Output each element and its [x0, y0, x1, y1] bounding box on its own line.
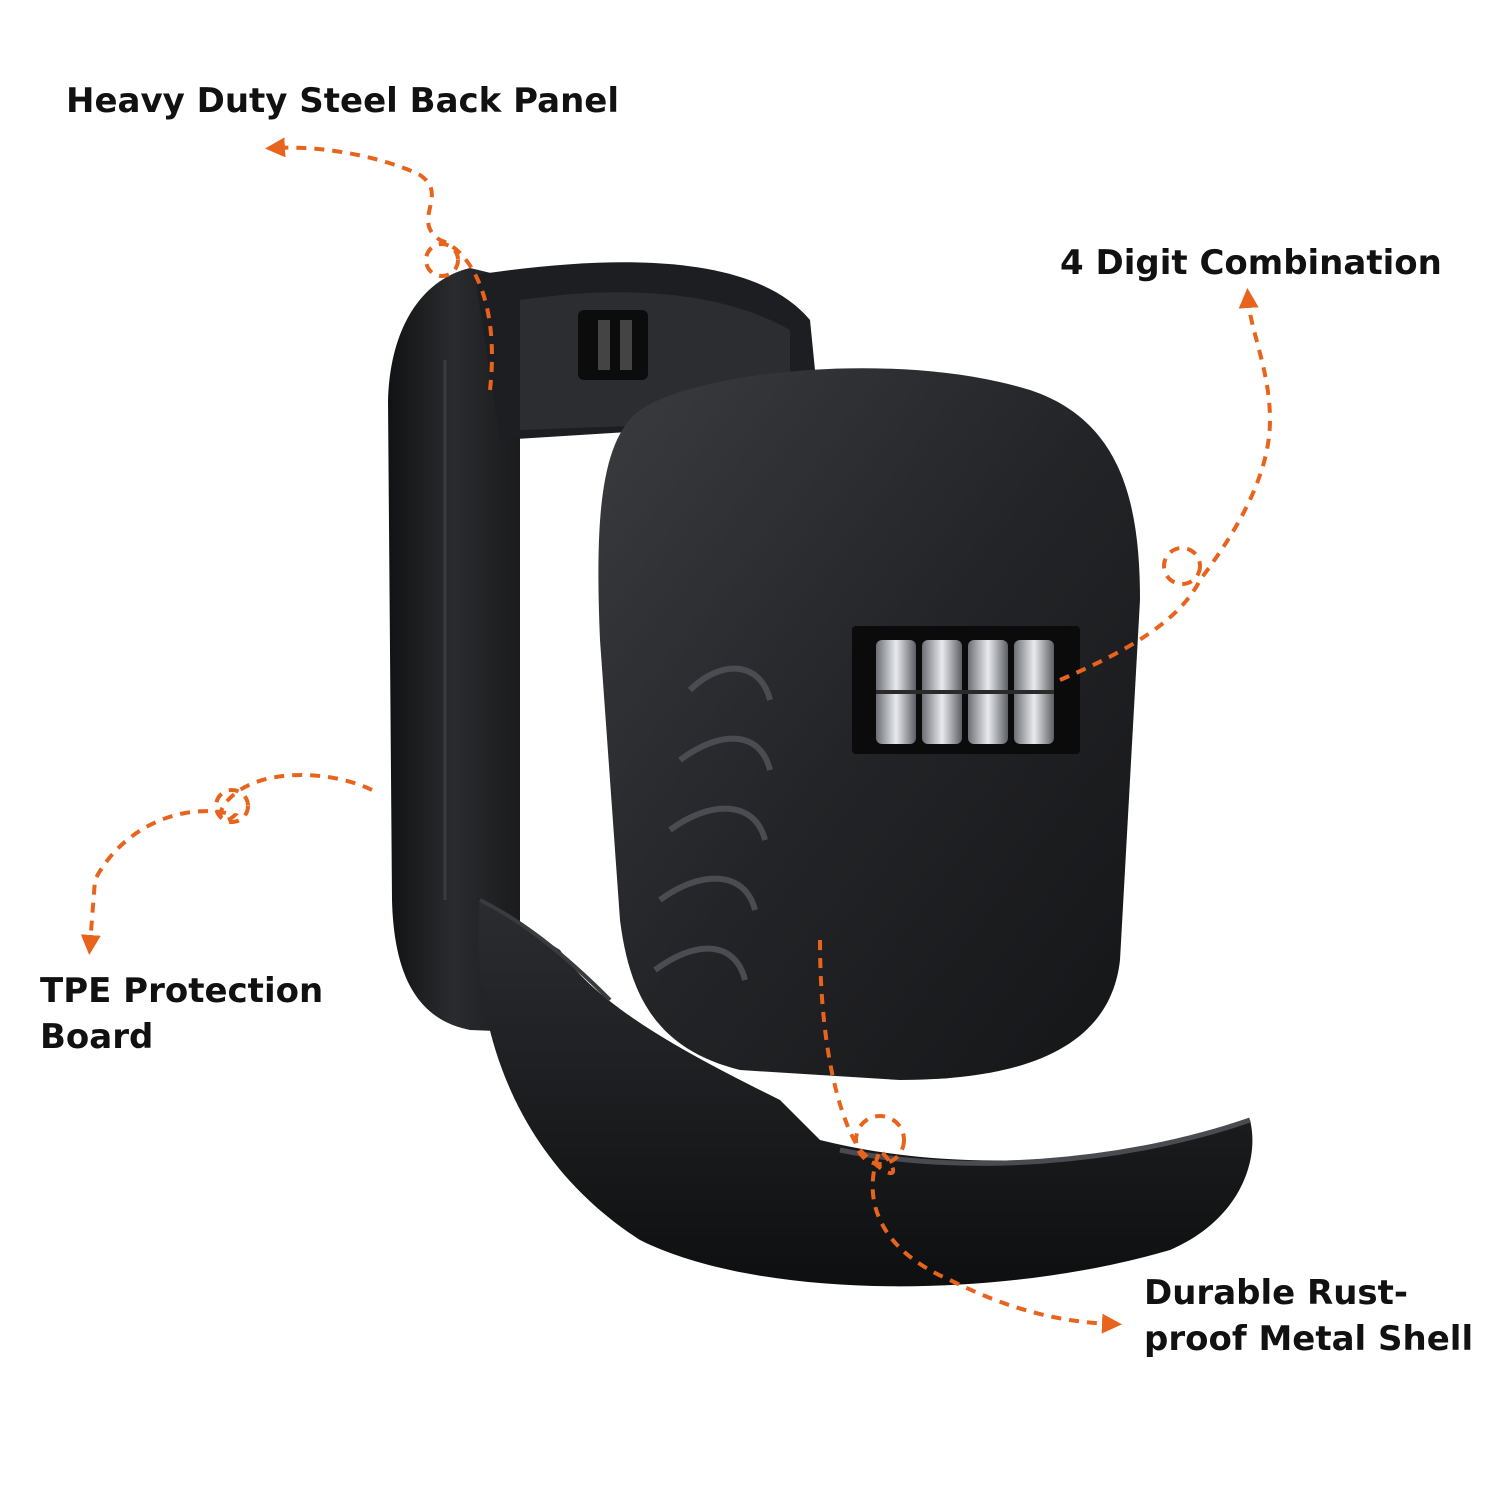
loop-tpe	[214, 788, 250, 824]
callout-tpe-board: TPE Protection Board	[40, 968, 323, 1060]
arrow-shell	[818, 939, 1122, 1334]
arrow-tpe	[80, 773, 373, 955]
bottom-cover	[478, 898, 1253, 1287]
callout-shell-line2: proof Metal Shell	[1144, 1319, 1474, 1359]
callout-arrows	[80, 137, 1273, 1334]
callout-combination: 4 Digit Combination	[1060, 240, 1442, 286]
arrow-combination	[1059, 288, 1273, 682]
callout-combination-text: 4 Digit Combination	[1060, 243, 1442, 283]
latch	[578, 310, 648, 380]
callout-tpe-line1: TPE Protection	[40, 971, 324, 1011]
loop-shell	[854, 1114, 906, 1166]
callout-shell-line1: Durable Rust-	[1144, 1273, 1409, 1313]
callout-metal-shell: Durable Rust- proof Metal Shell	[1144, 1270, 1473, 1362]
callout-tpe-line2: Board	[40, 1017, 154, 1057]
callout-back-panel-text: Heavy Duty Steel Back Panel	[66, 81, 619, 121]
arrow-back-panel	[265, 137, 494, 391]
combination-dials	[852, 626, 1080, 754]
callout-back-panel: Heavy Duty Steel Back Panel	[66, 78, 619, 124]
loop-combination	[1162, 546, 1202, 586]
loop-back-panel	[424, 242, 460, 278]
